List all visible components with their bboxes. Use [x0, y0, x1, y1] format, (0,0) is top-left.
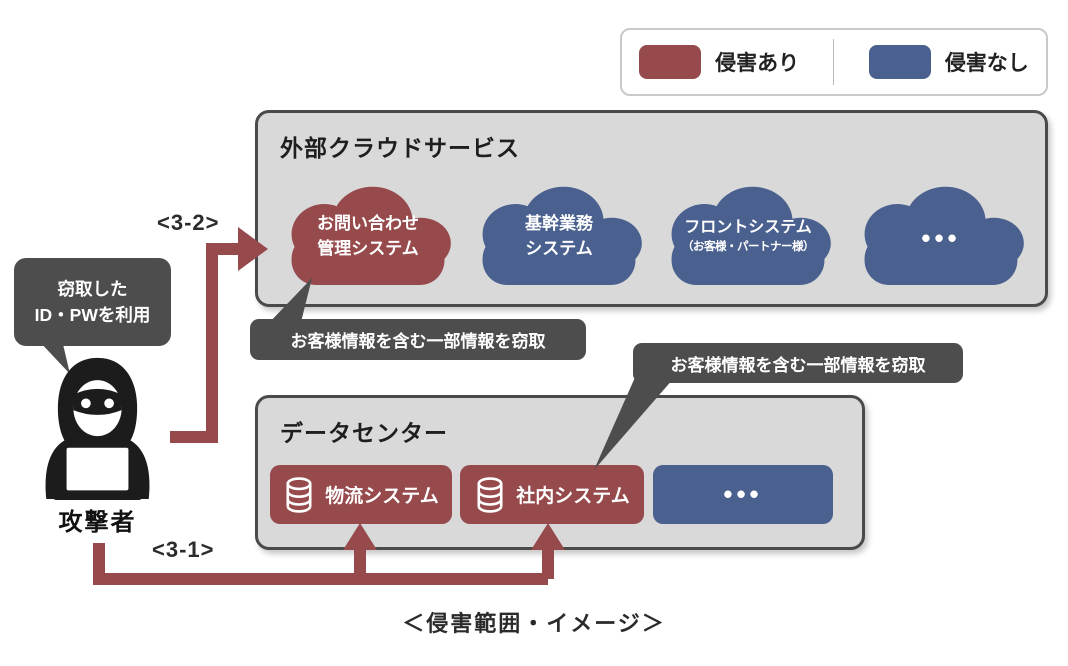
cloud-label: フロントシステム （お客様・パートナー様） — [682, 219, 815, 254]
bubble-line2: ID・PWを利用 — [34, 305, 151, 325]
legend-safe-label: 侵害なし — [944, 52, 1029, 75]
cloud-label: お問い合わせ 管理システム — [317, 214, 419, 258]
cloud-icon — [291, 186, 451, 286]
cloud-label: 基幹業務 システム — [525, 214, 593, 258]
step-label-3-1: <3-1> — [152, 537, 215, 562]
legend: 侵害あり 侵害なし — [620, 28, 1048, 96]
datacenter-theft-callout: お客様情報を含む一部情報を窃取 — [633, 343, 963, 383]
compromised-color-swatch — [639, 45, 702, 79]
cloud-icon — [482, 186, 642, 286]
cloud-label: ••• — [921, 223, 961, 253]
system-logistics: 物流システム — [270, 465, 452, 524]
cloud-other-systems: ••• — [850, 176, 1032, 294]
cloud-core-business-system: 基幹業務 システム — [468, 176, 650, 294]
system-label: 物流システム — [325, 486, 439, 507]
legend-item-safe: 侵害なし — [868, 45, 1029, 79]
cloud-section-title: 外部クラウドサービス — [280, 135, 520, 161]
system-internal: 社内システム — [460, 465, 644, 524]
diagram-caption: ＜侵害範囲・イメージ＞ — [402, 611, 666, 636]
system-label: ••• — [723, 479, 763, 509]
database-icon — [286, 476, 312, 513]
datacenter-section-title: データセンター — [280, 420, 448, 446]
attack-arrow-3-2 — [170, 243, 240, 443]
attacker-speech-bubble: 窃取した ID・PWを利用 — [14, 258, 171, 346]
legend-compromised-label: 侵害あり — [715, 52, 800, 75]
cloud-theft-callout: お客様情報を含む一部情報を窃取 — [250, 319, 586, 360]
attacker-label: 攻撃者 — [58, 509, 137, 536]
step-label-3-2: <3-2> — [157, 210, 220, 235]
cloud-icon — [864, 186, 1024, 286]
legend-divider — [833, 39, 835, 85]
hacker-icon — [45, 357, 150, 500]
cloud-inquiry-management-system: お問い合わせ 管理システム — [277, 176, 459, 294]
bubble-line1: 窃取した — [57, 278, 128, 299]
legend-item-compromised: 侵害あり — [639, 45, 799, 79]
system-others: ••• — [653, 465, 833, 524]
safe-color-swatch — [868, 45, 931, 79]
system-label: 社内システム — [516, 486, 630, 507]
cloud-front-system: フロントシステム （お客様・パートナー様） — [657, 176, 839, 294]
cloud-icon — [671, 186, 831, 286]
database-icon — [477, 476, 503, 513]
